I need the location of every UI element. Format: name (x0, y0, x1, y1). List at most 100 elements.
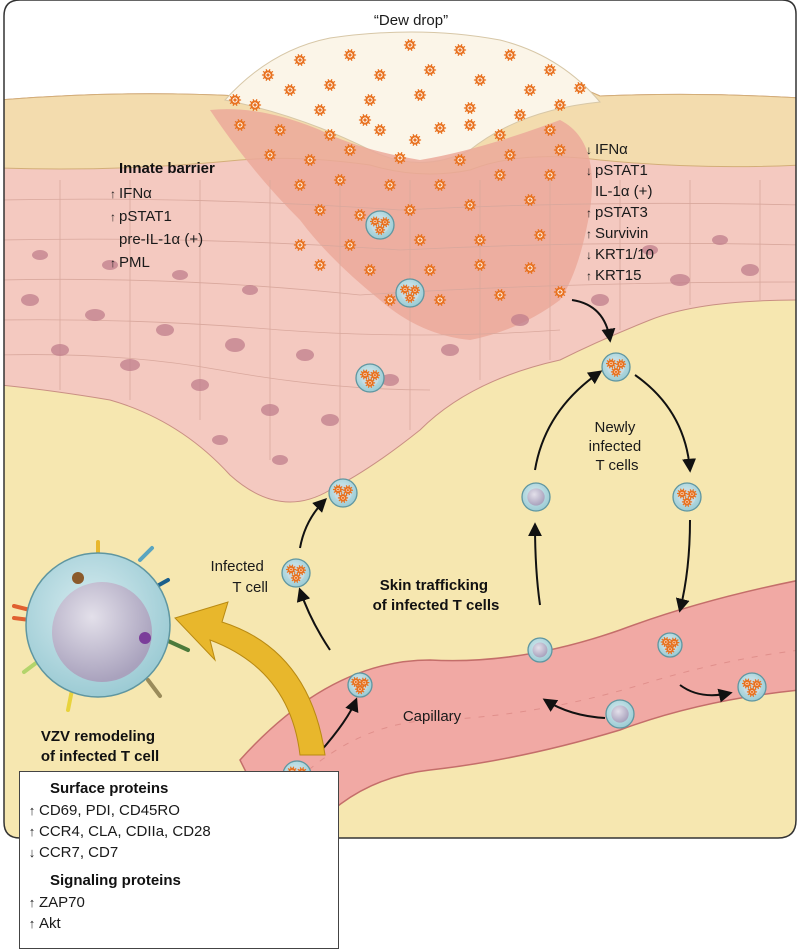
virion-icon (473, 74, 487, 86)
arrow-to-skin (299, 498, 327, 549)
innate-list: ↑IFNα↑pSTAT1 pre-IL-1α (+)↑PML (110, 185, 203, 271)
innate-list-item: ↑IFNα (110, 185, 152, 202)
virion-icon (374, 224, 386, 235)
protein-legend: Surface proteins ↑CD69, PDI, CD45RO↑CCR4… (19, 771, 339, 949)
skin-trafficking-line-1: Skin trafficking (380, 577, 488, 594)
up-arrow-icon: ↑ (28, 824, 36, 839)
virion-icon (681, 496, 693, 507)
virion-icon (742, 678, 753, 689)
up-arrow-icon: ↑ (28, 803, 36, 818)
virion-icon (383, 179, 397, 191)
virion-icon (337, 492, 349, 503)
skin-trafficking-line-2: of infected T cells (373, 597, 500, 614)
innate-list-text: PML (119, 254, 150, 271)
surface-protein-row: ↑CD69, PDI, CD45RO (26, 800, 332, 821)
vzv-remodeling-line-1: VZV remodeling (41, 728, 155, 745)
virion-icon (553, 99, 567, 111)
remodeled-t-cell (12, 540, 190, 712)
virion-icon (423, 64, 437, 76)
surface-protein-text: CD69, PDI, CD45RO (39, 802, 180, 819)
uninfected-t-cell (521, 482, 551, 512)
virion-icon (293, 179, 307, 191)
virion-icon (290, 572, 302, 583)
surface-proteins-title: Surface proteins (50, 780, 169, 797)
surface-protein-row: ↑CCR4, CLA, CDIIa, CD28 (26, 821, 332, 842)
virion-icon (523, 194, 537, 206)
virion-icon (248, 99, 262, 111)
virion-icon (669, 637, 680, 648)
signaling-proteins-title: Signaling proteins (50, 872, 181, 889)
lesion-list-arrow-icon: ↑ (586, 227, 592, 241)
lesion-list-text: KRT15 (595, 267, 641, 284)
virion-icon (323, 129, 337, 141)
virion-icon (353, 209, 367, 221)
innate-list-arrow-icon: ↑ (110, 187, 116, 201)
infected-t-cell (328, 478, 358, 508)
virion-icon (373, 124, 387, 136)
uninfected-t-cell (527, 637, 553, 663)
infected-t-cell (355, 363, 385, 393)
virion-icon (358, 114, 372, 126)
lesion-list-text: Survivin (595, 225, 648, 242)
virion-icon (261, 69, 275, 81)
newly-infected-line-1: Newly (594, 419, 635, 436)
down-arrow-icon: ↓ (28, 845, 36, 860)
arrow-up-to-tcell (296, 587, 331, 651)
virion-icon (342, 485, 353, 496)
lesion-list-text: IFNα (595, 141, 628, 158)
skin-trafficking-label: Skin trafficking of infected T cells (373, 577, 500, 614)
virion-icon (313, 204, 327, 216)
lesion-list-item: ↓pSTAT1 (586, 162, 648, 179)
virion-icon (303, 154, 317, 166)
signaling-protein-row: ↑ZAP70 (26, 892, 332, 913)
lesion-list-text: pSTAT3 (595, 204, 648, 221)
capillary-label: Capillary (403, 708, 462, 725)
lesion-list-item: ↓KRT1/10 (586, 246, 654, 263)
infected-t-cell (657, 632, 683, 658)
virion-icon (433, 179, 447, 191)
virion-icon (404, 292, 416, 303)
lesion-list-text: IL-1α (+) (595, 183, 652, 200)
virion-icon (373, 69, 387, 81)
virion-icon (333, 174, 347, 186)
virion-icon (543, 169, 557, 181)
innate-list-arrow-icon (110, 233, 116, 247)
virion-icon (493, 129, 507, 141)
innate-list-arrow-icon: ↑ (110, 256, 116, 270)
virion-icon (293, 54, 307, 66)
virion-icon (493, 289, 507, 301)
virion-icon (343, 49, 357, 61)
virion-icon (393, 152, 407, 164)
virion-icon (408, 134, 422, 146)
dew-drop-label: “Dew drop” (374, 12, 448, 29)
virion-icon (615, 359, 626, 370)
up-arrow-icon: ↑ (28, 895, 36, 910)
virion-icon (360, 369, 371, 380)
virion-icon (513, 109, 527, 121)
remodeling-arrow (174, 601, 326, 756)
virion-icon (543, 124, 557, 136)
newly-infected-label: Newly infected T cells (589, 419, 646, 474)
virion-icon (664, 644, 676, 655)
virion-icon (400, 284, 411, 295)
virion-icon (473, 259, 487, 271)
lesion-list: ↓IFNα↓pSTAT1 IL-1α (+)↑pSTAT3↑Survivin↓K… (586, 141, 654, 284)
virion-icon (354, 684, 366, 695)
lesion-list-arrow-icon: ↓ (586, 164, 592, 178)
virion-icon (323, 79, 337, 91)
virion-icon (473, 234, 487, 246)
lesion-list-arrow-icon: ↓ (586, 248, 592, 262)
lesion-list-text: pSTAT1 (595, 162, 648, 179)
surface-protein-text: CCR7, CD7 (39, 844, 119, 861)
virion-icon (413, 89, 427, 101)
virion-icon (363, 94, 377, 106)
newly-infected-line-2: infected (589, 438, 642, 455)
up-arrow-icon: ↑ (28, 916, 36, 931)
virion-icon (433, 122, 447, 134)
innate-list-item: ↑PML (110, 254, 150, 271)
virion-icon (413, 234, 427, 246)
innate-list-text: pre-IL-1α (+) (119, 231, 203, 248)
virion-icon (553, 286, 567, 298)
virion-icon (523, 262, 537, 274)
